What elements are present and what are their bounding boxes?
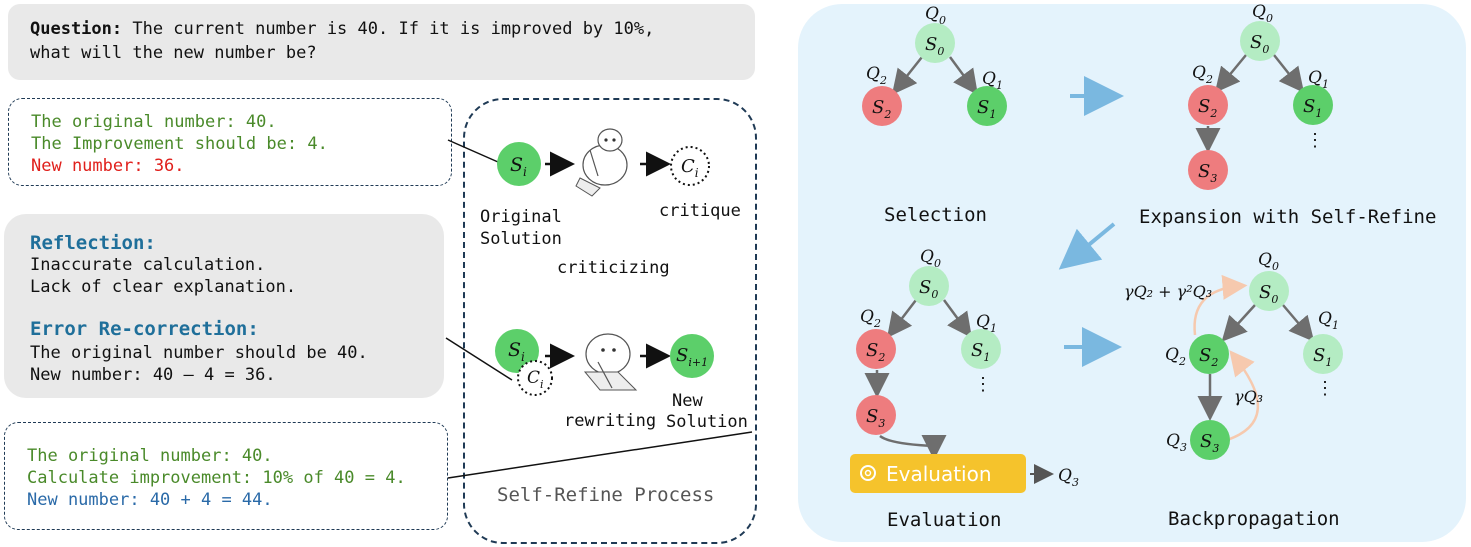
backprop-q0-formula: γQ₂ + γ²Q₃ xyxy=(1124,282,1212,301)
svg-text:⋮: ⋮ xyxy=(974,374,992,395)
svg-text:Q0: Q0 xyxy=(1258,250,1279,273)
error-line2: New number: 40 – 4 = 36. xyxy=(30,365,276,385)
connector-feedback xyxy=(445,337,513,381)
reflection-line2: Lack of clear explanation. xyxy=(30,277,297,297)
new-line3: New number: 40 + 4 = 44. xyxy=(27,490,273,510)
svg-text:Q1: Q1 xyxy=(1318,309,1339,332)
node-ci-bottom-label: Ci xyxy=(527,368,544,391)
svg-text:Q3: Q3 xyxy=(1166,431,1187,454)
svg-text:Q0: Q0 xyxy=(925,4,946,27)
question-line1: Question: The current number is 40. If i… xyxy=(30,18,654,40)
connector-new xyxy=(447,431,753,479)
backprop-label: Backpropagation xyxy=(1168,508,1340,530)
process-label: Self-Refine Process xyxy=(497,484,715,506)
node-si-bottom-label: Si xyxy=(508,339,525,364)
node-ci-top xyxy=(670,146,710,186)
svg-text:Q0: Q0 xyxy=(1252,2,1273,25)
original-label-1: Original xyxy=(480,207,562,227)
svg-text:Q2: Q2 xyxy=(860,307,881,330)
reflection-line1: Inaccurate calculation. xyxy=(30,255,266,275)
backprop-q3-formula: γQ₃ xyxy=(1234,387,1263,406)
question-text: The current number is 40. If it is impro… xyxy=(122,19,655,39)
new-label-1: New xyxy=(672,391,703,411)
question-line2: what will the new number be? xyxy=(30,43,317,63)
node-si1 xyxy=(670,334,714,378)
arrow-expansion-evaluation xyxy=(1058,222,1116,270)
self-refine-container xyxy=(463,98,757,544)
selection-label: Selection xyxy=(884,204,987,226)
evaluation-tree: S0 S2 S1 S3 Q0 Q2 Q1 ⋮ xyxy=(856,247,1001,460)
backprop-tree: S0 S2 S1 S3 Q0 Q2 Q1 Q3 ⋮ xyxy=(1165,250,1343,460)
alpaca-rewriter-icon xyxy=(583,333,638,391)
new-solution-box: The original number: 40. Calculate impro… xyxy=(4,422,448,530)
criticizing-label: criticizing xyxy=(557,258,670,278)
node-ci-top-label: Ci xyxy=(681,156,699,180)
new-line2: Calculate improvement: 10% of 40 = 4. xyxy=(27,468,406,488)
evaluation-label: Evaluation xyxy=(887,509,1001,531)
svg-text:⋮: ⋮ xyxy=(1316,378,1334,399)
error-title: Error Re-correction: xyxy=(30,318,259,340)
error-line1: The original number should be 40. xyxy=(30,343,368,363)
feedback-box: Reflection: Inaccurate calculation. Lack… xyxy=(4,214,444,398)
critique-label: critique xyxy=(659,201,741,221)
svg-text:Q2: Q2 xyxy=(866,64,887,87)
node-si-bottom xyxy=(495,329,539,373)
question-box: Question: The current number is 40. If i… xyxy=(8,4,755,80)
svg-text:Q1: Q1 xyxy=(982,69,1003,92)
expansion-tree: S0 S2 S1 S3 Q0 Q2 Q1 ⋮ xyxy=(1188,2,1333,190)
svg-text:⋮: ⋮ xyxy=(1306,130,1324,151)
self-refine-graphics: Si Ci Si Ci Si+1 xyxy=(445,128,753,479)
node-si-top-label: Si xyxy=(510,154,527,179)
svg-text:Q0: Q0 xyxy=(920,247,941,270)
svg-text:Q2: Q2 xyxy=(1165,345,1186,368)
selection-tree: S0 S2 S1 Q0 Q2 Q1 xyxy=(862,4,1007,126)
expansion-label: Expansion with Self-Refine xyxy=(1139,206,1436,228)
node-si-top xyxy=(497,142,541,186)
new-line1: The original number: 40. xyxy=(27,446,273,466)
alpaca-critic-icon xyxy=(575,128,628,197)
evaluation-output-q3: Q3 xyxy=(1058,466,1079,489)
gear-icon xyxy=(860,465,876,481)
original-label-2: Solution xyxy=(480,229,562,249)
new-label-2: Solution xyxy=(666,412,748,432)
question-label: Question: xyxy=(30,19,123,39)
node-ci-bottom xyxy=(517,360,553,396)
connector-original xyxy=(447,139,499,163)
original-solution-box: The original number: 40. The Improvement… xyxy=(8,98,452,186)
evaluation-button xyxy=(850,454,1026,493)
svg-text:Q2: Q2 xyxy=(1192,63,1213,86)
reflection-title: Reflection: xyxy=(30,232,156,254)
original-line2: The Improvement should be: 4. xyxy=(31,134,328,154)
rewriting-label: rewriting xyxy=(564,411,657,431)
svg-text:Q1: Q1 xyxy=(1308,68,1329,91)
evaluation-button-label: Evaluation xyxy=(886,462,992,486)
original-line3: New number: 36. xyxy=(31,156,185,176)
original-line1: The original number: 40. xyxy=(31,112,277,132)
svg-text:Q1: Q1 xyxy=(976,312,997,335)
